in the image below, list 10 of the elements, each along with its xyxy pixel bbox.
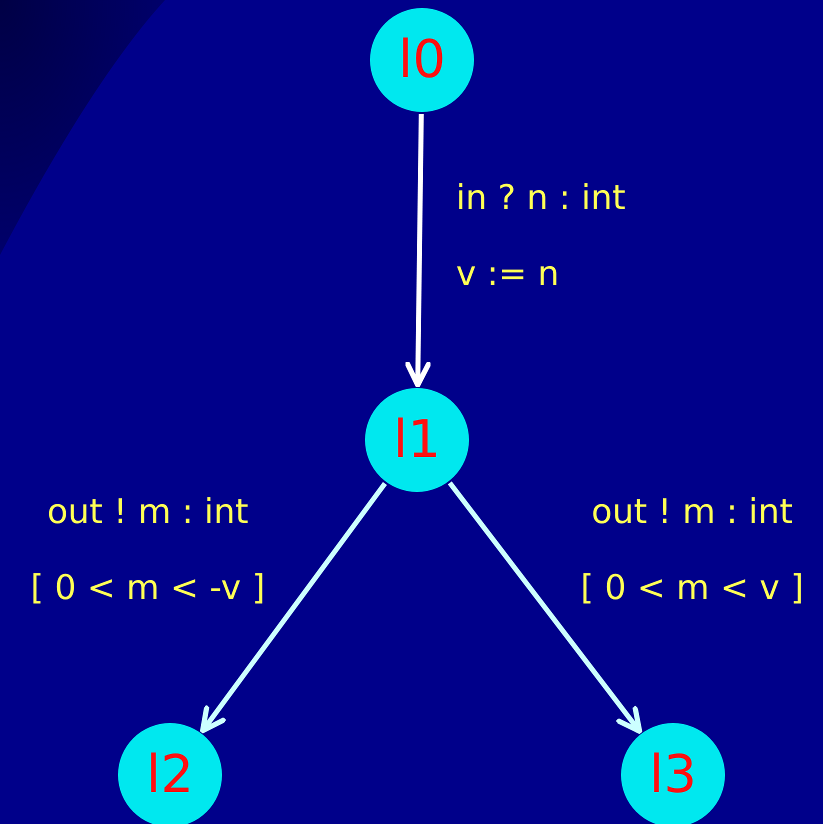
edge-label: out ! m : int [ 0 < m < -v ] xyxy=(30,491,266,610)
location-label: l1 xyxy=(393,414,441,466)
edge-label: in ? n : int v := n xyxy=(456,177,626,296)
location-label: l0 xyxy=(398,34,446,86)
arrow xyxy=(448,481,642,734)
location-label: l3 xyxy=(649,749,697,801)
arrow xyxy=(200,482,387,734)
arrow xyxy=(404,114,432,388)
location-label: l2 xyxy=(146,749,194,801)
edge-label: out ! m : int [ 0 < m < v ] xyxy=(580,491,804,610)
